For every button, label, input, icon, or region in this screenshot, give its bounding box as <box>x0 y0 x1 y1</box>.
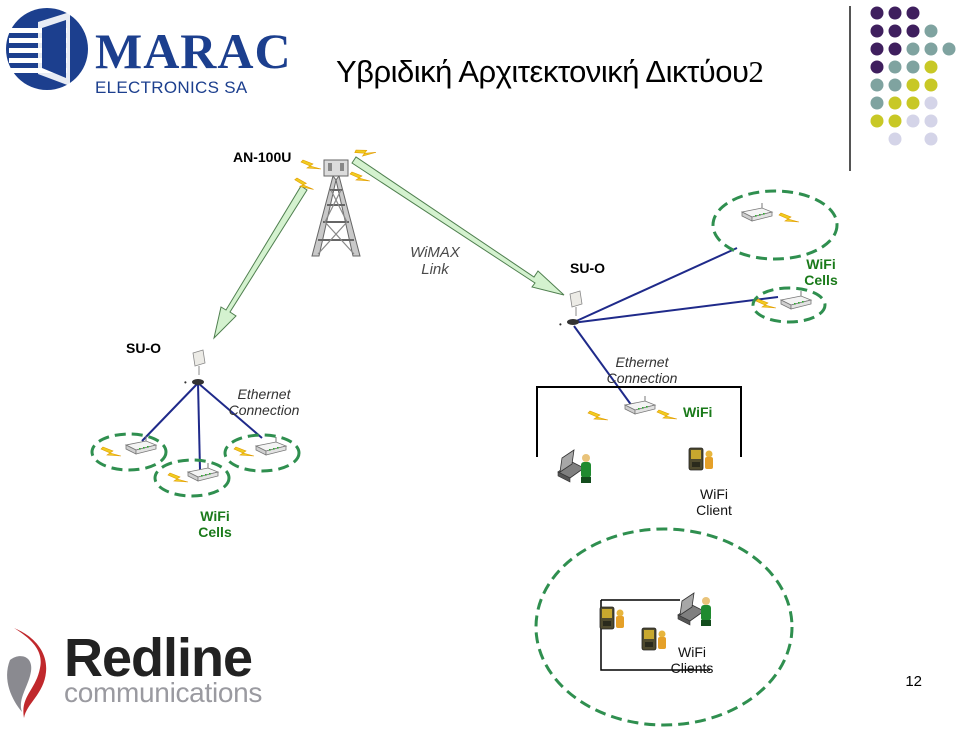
ethernet-left-label: Ethernet Connection <box>228 386 300 418</box>
wifi-cells <box>90 189 839 727</box>
ethernet-links <box>141 247 779 471</box>
signal-bolt-icon <box>778 212 800 223</box>
page-title: Υβριδική Αρχιτεκτονική Δικτύου2 <box>336 54 764 90</box>
wifi-clients-label: WiFi Clients <box>670 644 714 676</box>
signal-bolt-icon <box>656 409 678 420</box>
wimax-link-left-arrow <box>213 185 308 340</box>
ethernet-right-label: Ethernet Connection <box>606 354 678 386</box>
wifi-client-label: WiFi Client <box>696 486 732 518</box>
signal-bolt-icon <box>167 472 189 483</box>
wifi-label: WiFi <box>683 404 713 420</box>
redline-logo: Redline communications <box>64 628 263 708</box>
page-number: 12 <box>905 673 922 690</box>
pda-user-icon <box>599 606 625 630</box>
page-title-text: Υβριδική Αρχιτεκτονική Δικτύου <box>336 54 749 89</box>
wifi-router-icon <box>255 436 287 456</box>
redline-logo-sub: communications <box>64 677 263 708</box>
marac-logo-sub: ELECTRONICS SA <box>95 78 248 97</box>
su-o-left-antenna-icon <box>192 349 206 376</box>
su-o-left-unit-icon <box>192 379 204 385</box>
wifi-cells-right-label: WiFi Cells <box>804 256 838 288</box>
pda-user-icon <box>688 447 714 471</box>
base-station-tower-icon <box>311 159 361 257</box>
wifi-router-icon <box>624 395 656 415</box>
decorative-dot-grid <box>870 6 956 146</box>
base-station-label: AN-100U <box>233 149 292 165</box>
svg-text:•: • <box>559 320 562 329</box>
su-o-right-antenna-icon <box>569 290 583 317</box>
marac-logo: MARAC ELECTRONICS SA <box>95 26 292 98</box>
signal-bolt-icon <box>587 410 609 421</box>
laptop-user-icon <box>677 592 712 627</box>
laptop-user-icon <box>557 449 592 484</box>
redline-logo-name: Redline <box>64 628 253 688</box>
marac-logo-icon <box>6 8 88 90</box>
wifi-router-icon <box>187 462 219 482</box>
wimax-link-label: WiMAX Link <box>410 244 460 278</box>
signal-bolt-icon <box>100 446 122 457</box>
signal-bolt-icon <box>300 159 322 170</box>
su-o-right-label: SU-O <box>570 260 605 276</box>
wifi-network-bracket <box>536 386 742 457</box>
redline-logo-icon <box>7 628 47 718</box>
wifi-cells-left-label: WiFi Cells <box>198 508 232 540</box>
signal-bolt-icon <box>755 298 777 309</box>
page-title-number: 2 <box>748 54 764 89</box>
signal-bolt-icon <box>353 143 377 160</box>
marac-logo-name: MARAC <box>95 23 292 79</box>
wifi-router-icon <box>741 202 773 222</box>
su-o-right-unit-icon <box>567 319 579 325</box>
wimax-link-right-arrow <box>351 156 565 296</box>
signal-bolt-icon <box>233 446 255 457</box>
signal-bolt-icon <box>293 177 316 190</box>
su-o-left-label: SU-O <box>126 340 161 356</box>
svg-text:•: • <box>184 378 187 387</box>
wifi-router-icon <box>780 290 812 310</box>
header-divider <box>849 6 851 171</box>
